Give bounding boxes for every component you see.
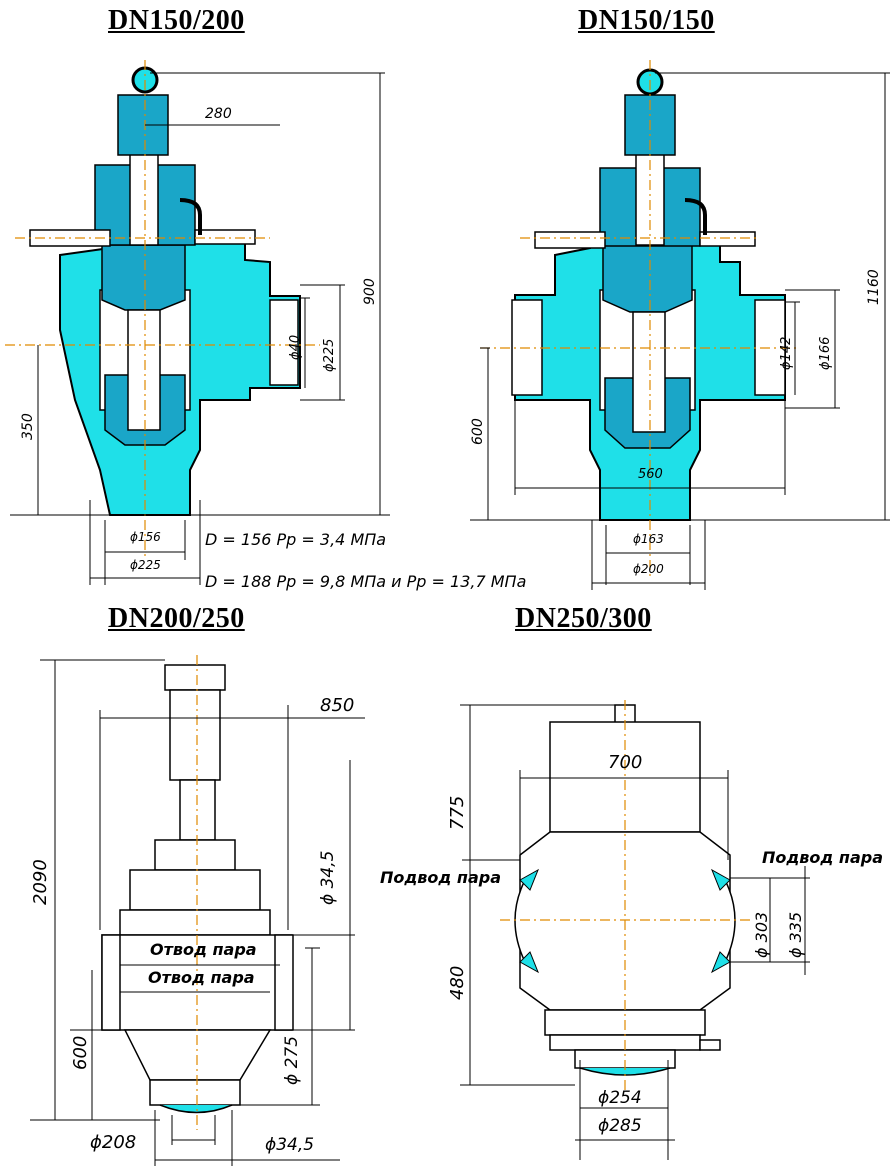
dim-600-b: 600 <box>70 1035 91 1070</box>
actuator-shaft-2 <box>534 231 606 249</box>
dim-phi335: ϕ 335 <box>786 911 805 958</box>
outlet-flange <box>269 299 299 386</box>
label-steam-outlet-2: Отвод пара <box>148 968 255 987</box>
note-d156: D = 156 Pр = 3,4 МПа <box>205 530 387 549</box>
stem-2 <box>632 311 666 433</box>
top-cap <box>164 664 226 691</box>
dim-850: 850 <box>320 695 355 716</box>
bonnet-flange <box>154 839 236 871</box>
side-pipe <box>194 229 256 245</box>
dim-phi225-h: ϕ225 <box>130 558 161 572</box>
dim-phi254: ϕ254 <box>598 1088 642 1108</box>
dim-900: 900 <box>362 278 378 305</box>
dim-phi34-5-v: ϕ 34,5 <box>318 850 338 905</box>
valve-dn150-200 <box>5 60 390 585</box>
upper-cage-2 <box>602 244 693 313</box>
stem <box>127 309 161 431</box>
inlet-flange-2 <box>511 299 543 396</box>
dim-775: 775 <box>447 795 468 830</box>
dim-480: 480 <box>447 965 468 1000</box>
dim-phi34-5-h: ϕ34,5 <box>265 1135 315 1155</box>
label-steam-outlet-1: Отвод пара <box>150 940 257 959</box>
body-upper <box>119 909 271 936</box>
dim-350: 350 <box>20 413 36 440</box>
side-pipe-2 <box>699 231 756 247</box>
dim-600-a: 600 <box>470 418 486 445</box>
body-flange <box>129 869 261 911</box>
dim-2090: 2090 <box>30 859 51 905</box>
label-steam-inlet-2: Подвод пара <box>762 848 884 867</box>
upper-cage <box>101 244 186 311</box>
title-dn200-250: DN200/250 <box>108 603 245 634</box>
dim-280: 280 <box>205 106 232 122</box>
dim-phi275: ϕ 275 <box>282 1035 302 1085</box>
dim-phi163: ϕ163 <box>633 532 664 546</box>
dim-phi303: ϕ 303 <box>752 911 771 958</box>
left-outlet-flange <box>101 934 121 1031</box>
inlet-nozzle <box>149 1079 241 1106</box>
label-steam-inlet-1: Подвод пара <box>380 868 502 887</box>
dim-phi166: ϕ166 <box>818 336 833 370</box>
bypass-tube <box>179 198 202 235</box>
note-d188: D = 188 Pр = 9,8 МПа и Pр = 13,7 МПа <box>205 572 527 591</box>
dim-1160: 1160 <box>866 269 882 305</box>
dim-phi285: ϕ285 <box>598 1116 642 1136</box>
dim-phi225-v: ϕ225 <box>322 338 337 372</box>
dim-700: 700 <box>608 752 643 773</box>
dim-phi208: ϕ208 <box>90 1132 137 1153</box>
upper-stem <box>129 149 159 246</box>
title-dn150-200: DN150/200 <box>108 5 245 36</box>
title-dn250-300: DN250/300 <box>515 603 652 634</box>
valve-dn200-250 <box>30 655 365 1166</box>
dim-phi40: ϕ40 <box>288 334 303 360</box>
dim-560: 560 <box>638 467 663 482</box>
actuator-column <box>169 689 221 781</box>
valve-dn250-300 <box>460 700 810 1160</box>
title-dn150-150: DN150/150 <box>578 5 715 36</box>
dim-phi142: ϕ142 <box>779 336 794 370</box>
valve-dn150-150 <box>470 60 890 590</box>
dim-phi156: ϕ156 <box>130 530 161 544</box>
right-outlet-flange <box>274 934 294 1031</box>
dim-phi200: ϕ200 <box>633 562 664 576</box>
